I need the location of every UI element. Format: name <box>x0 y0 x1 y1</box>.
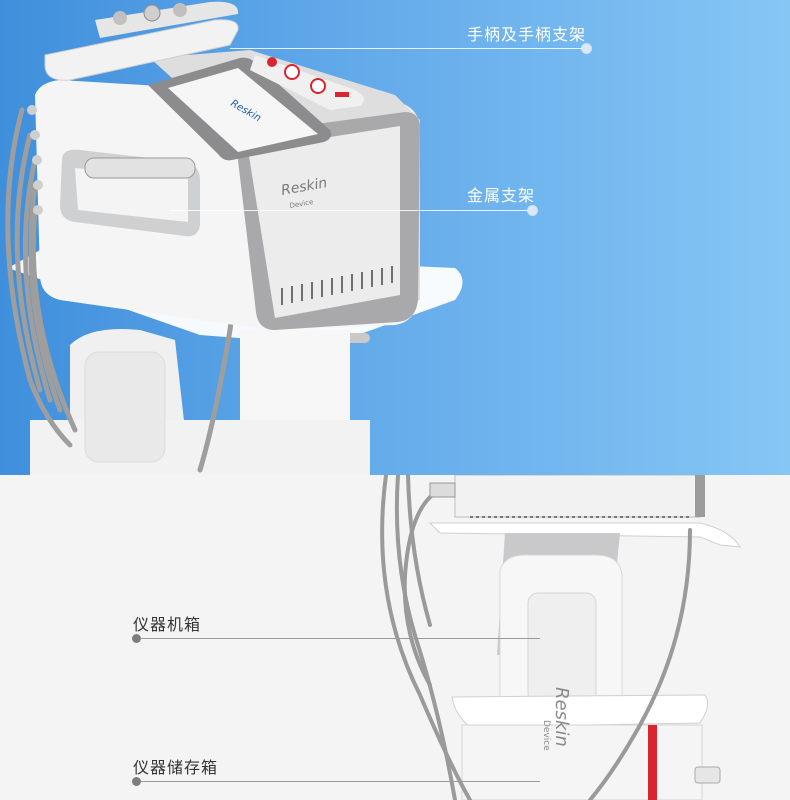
callout-cabinet-line <box>140 638 540 639</box>
callout-storage-label: 仪器储存箱 <box>133 758 219 777</box>
callout-cabinet-label: 仪器机箱 <box>133 615 202 634</box>
callout-storage-line <box>140 781 540 782</box>
box-brand-logo: Reskin <box>551 687 572 747</box>
callout-handle-dot <box>582 44 591 53</box>
box-model-label: Device <box>541 720 551 751</box>
callout-cabinet-dot <box>132 634 141 643</box>
callout-bracket-line <box>170 210 532 211</box>
callout-storage-dot <box>132 777 141 786</box>
top-panel: Reskin Device Reskin 手柄及手柄支架 <box>0 0 790 475</box>
device-bottom-illustration: Reskin Device <box>380 475 741 800</box>
callout-handle-label: 手柄及手柄支架 <box>467 25 587 44</box>
device-brand-logo: Reskin <box>280 175 329 199</box>
callout-handle-line <box>230 48 585 49</box>
bottom-panel: Reskin Device 仪器机箱 仪器储存箱 <box>0 475 790 800</box>
device-top-illustration: Reskin Device Reskin <box>5 1 420 475</box>
callout-bracket-dot <box>528 206 537 215</box>
callout-bracket-label: 金属支架 <box>467 186 536 205</box>
